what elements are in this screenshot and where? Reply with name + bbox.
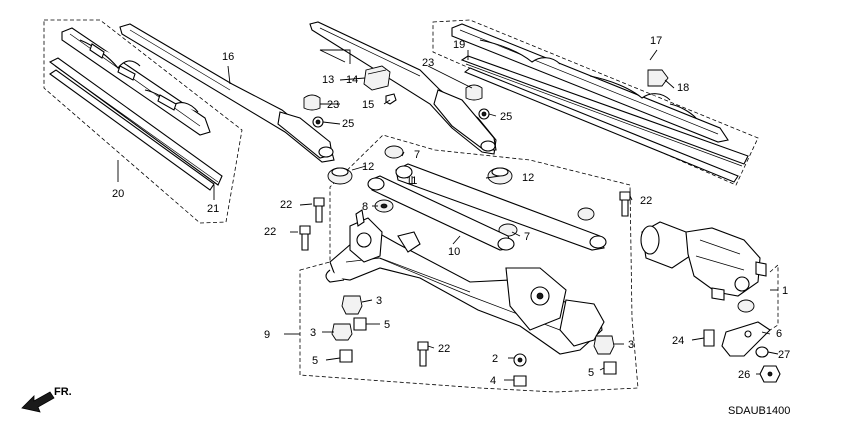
group-box-motor — [769, 264, 779, 331]
grommet-5-c — [603, 361, 617, 375]
grommet-3-b — [331, 323, 353, 341]
bolt-22-a — [313, 197, 325, 223]
callout-3-c: 3 — [628, 339, 634, 351]
front-direction-arrow: FR. — [21, 386, 72, 413]
wiper-motor — [640, 221, 767, 301]
callout-22-c: 22 — [640, 195, 652, 207]
callout-2: 2 — [492, 353, 498, 365]
clip-part-18 — [647, 69, 669, 87]
callout-23-left: 23 — [327, 99, 339, 111]
nut-part-25-left — [312, 116, 324, 128]
bushing-8 — [374, 199, 394, 213]
callout-12-left: 12 — [362, 161, 374, 173]
callout-7-top: 7 — [414, 149, 420, 161]
front-label: FR. — [54, 386, 72, 398]
bolt-22-d — [417, 341, 429, 367]
linkage-frame — [325, 209, 605, 355]
callout-15: 15 — [362, 99, 374, 111]
callout-1: 1 — [782, 285, 788, 297]
callout-3-a: 3 — [376, 295, 382, 307]
callout-23-right: 23 — [422, 57, 434, 69]
bolt-22-b — [299, 225, 311, 251]
nut-part-2 — [513, 353, 527, 367]
callout-4: 4 — [490, 375, 496, 387]
nut-part-26 — [759, 365, 781, 383]
callout-5-c: 5 — [588, 367, 594, 379]
link-rod-10 — [367, 175, 515, 251]
bracket-part-6 — [721, 321, 771, 357]
bushing-extra — [577, 207, 595, 221]
cap-part-23-left — [303, 94, 321, 111]
callout-5-b: 5 — [312, 355, 318, 367]
grommet-5-a — [353, 317, 367, 331]
callout-12-right: 12 — [522, 172, 534, 184]
leader-lines — [117, 49, 779, 381]
callout-6: 6 — [776, 328, 782, 340]
callout-11: 11 — [406, 175, 417, 187]
callout-16: 16 — [222, 51, 234, 63]
wiper-blade-left — [61, 27, 211, 136]
grommet-3-c — [593, 335, 615, 355]
grommet-5-b — [339, 349, 353, 363]
arm-cap-part-14 — [363, 65, 391, 91]
callout-7-mid: 7 — [524, 231, 530, 243]
callout-14: 14 — [346, 74, 358, 86]
callout-3-b: 3 — [310, 327, 316, 339]
wiper-arm-right — [309, 21, 497, 155]
motor-bushing-part — [737, 299, 755, 313]
link-rod-11 — [395, 163, 607, 251]
callout-27: 27 — [778, 349, 790, 361]
callout-8: 8 — [362, 201, 368, 213]
callout-labels: 16 13 14 15 23 25 23 25 19 17 18 20 21 1… — [112, 35, 790, 387]
callout-22-d: 22 — [438, 343, 450, 355]
bushing-7-top — [384, 145, 404, 159]
diagram-code: SDAUB1400 — [728, 405, 790, 417]
nut-part-25-right — [478, 108, 490, 120]
wiper-arm-left — [119, 23, 335, 163]
pivot-cap-12-left — [327, 167, 353, 185]
callout-19: 19 — [453, 39, 465, 51]
callout-22-b: 22 — [264, 226, 276, 238]
group-box-linkage — [299, 134, 639, 393]
callout-25-right: 25 — [500, 111, 512, 123]
callout-26: 26 — [738, 369, 750, 381]
callout-21: 21 — [207, 203, 219, 215]
grommet-3-a — [341, 295, 363, 315]
bolt-part-4 — [513, 375, 527, 387]
group-box-blade-right — [432, 19, 759, 186]
clip-part-15 — [385, 93, 397, 105]
callout-10: 10 — [448, 246, 460, 258]
washer-part-27 — [755, 346, 769, 358]
callout-9: 9 — [264, 329, 270, 341]
wiper-rubber-right — [460, 55, 749, 183]
callout-13: 13 — [322, 74, 334, 86]
group-box-blade-left — [43, 19, 243, 224]
callout-25-left: 25 — [342, 118, 354, 130]
wiper-blade-right — [451, 23, 729, 143]
callout-17: 17 — [650, 35, 662, 47]
callout-24: 24 — [672, 335, 684, 347]
callout-5-a: 5 — [384, 319, 390, 331]
bolt-22-c — [619, 191, 631, 217]
callout-20: 20 — [112, 188, 124, 200]
callout-22-a: 22 — [280, 199, 292, 211]
callout-18: 18 — [677, 82, 689, 94]
wiper-rubber-left — [48, 57, 223, 191]
cap-part-23-right — [465, 84, 483, 101]
bolt-part-24 — [703, 329, 715, 347]
